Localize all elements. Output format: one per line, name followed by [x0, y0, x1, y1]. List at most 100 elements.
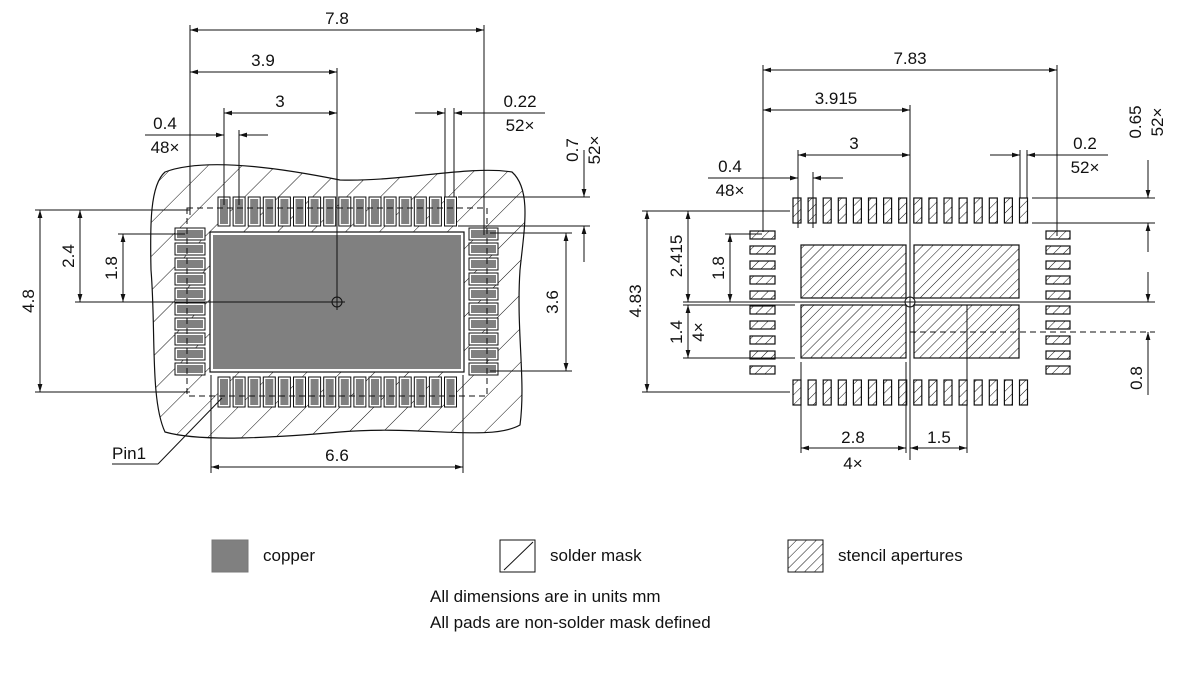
stencil-pad [1045, 365, 1071, 375]
dim-overall-width: 7.83 [893, 49, 926, 68]
dim-aperture-offset: 0.8 [1127, 366, 1146, 390]
copper-pad-fill [310, 199, 319, 224]
dim-pad-width: 0.2 [1073, 134, 1097, 153]
stencil-pad [749, 365, 776, 375]
stencil-pad [1003, 197, 1014, 224]
legend-copper-swatch [211, 539, 249, 573]
copper-pad-fill [471, 335, 496, 343]
stencil-pad [749, 350, 776, 360]
copper-pad-fill [235, 379, 244, 405]
legend-stencil-label: stencil apertures [838, 546, 963, 565]
stencil-pad [749, 290, 776, 300]
copper-pad-fill [177, 230, 203, 238]
dim-pitch-count: 48× [716, 181, 745, 200]
copper-pad-fill [235, 199, 244, 224]
stencil-pad [1045, 350, 1071, 360]
stencil-pad [792, 379, 802, 406]
dim-aperture-height-count: 4× [689, 322, 708, 341]
dim-side-first-pin-offset: 1.8 [102, 256, 121, 280]
copper-pad-fill [446, 199, 455, 224]
stencil-pad [837, 197, 847, 224]
copper-pad-fill [177, 350, 203, 358]
dim-pad-width-count: 52× [1071, 158, 1100, 177]
copper-pad-fill [295, 379, 304, 405]
stencil-pad [1018, 197, 1029, 224]
stencil-pad [749, 335, 776, 345]
stencil-pad [822, 379, 832, 406]
copper-pad-fill [446, 379, 455, 405]
copper-pad-fill [177, 335, 203, 343]
stencil-pad [867, 379, 878, 406]
dim-side-first-pin-offset: 1.8 [709, 256, 728, 280]
copper-pad-fill [471, 320, 496, 328]
copper-pad-fill [471, 260, 496, 268]
dim-overall-height: 4.8 [19, 289, 38, 313]
pin1-label: Pin1 [112, 444, 146, 463]
copper-pad-fill [431, 199, 440, 224]
copper-pad-fill [386, 199, 395, 224]
dim-half-width: 3.9 [251, 51, 275, 70]
stencil-pad [1045, 320, 1071, 330]
copper-pad-fill [265, 199, 274, 224]
stencil-pad [882, 197, 893, 224]
stencil-pad [1045, 305, 1071, 315]
stencil-pad [749, 320, 776, 330]
stencil-pad [973, 197, 983, 224]
right-footprint: 7.83 3.915 3 0.4 48× 0.2 52× 0.65 52× 4.… [626, 49, 1167, 473]
stencil-pad [928, 197, 938, 224]
copper-pad-fill [325, 379, 334, 405]
copper-pad-fill [325, 199, 334, 224]
copper-pad-fill [416, 379, 425, 405]
copper-pad-fill [471, 305, 496, 313]
legend-copper-label: copper [263, 546, 315, 565]
stencil-pad [807, 379, 817, 406]
copper-pad-fill [177, 305, 203, 313]
copper-pad-fill [416, 199, 425, 224]
stencil-pad [928, 379, 938, 406]
dim-aperture-x-offset: 1.5 [927, 428, 951, 447]
copper-pad-fill [177, 290, 203, 298]
stencil-pad [749, 260, 776, 270]
dim-pad-width-count: 52× [506, 116, 535, 135]
copper-pad-fill [280, 199, 289, 224]
stencil-pad [749, 245, 776, 255]
stencil-pad [1045, 245, 1071, 255]
copper-pad-fill [340, 379, 349, 405]
stencil-pad [749, 230, 776, 240]
stencil-pad [1045, 275, 1071, 285]
dim-half-height: 2.415 [667, 235, 686, 278]
copper-pad-fill [250, 199, 259, 224]
stencil-pad [852, 197, 863, 224]
dim-pitch: 0.4 [153, 114, 177, 133]
stencil-aperture [913, 244, 1020, 299]
stencil-pad [958, 197, 968, 224]
dim-overall-height: 4.83 [626, 284, 645, 317]
dim-ep-height: 3.6 [543, 290, 562, 314]
copper-pad-fill [280, 379, 289, 405]
copper-pad-fill [177, 275, 203, 283]
copper-pad-fill [220, 379, 228, 405]
dim-half-width: 3.915 [815, 89, 858, 108]
dim-pitch-count: 48× [151, 138, 180, 157]
stencil-pad [807, 197, 817, 224]
stencil-pad [1045, 335, 1071, 345]
dim-aperture-height: 1.4 [667, 320, 686, 344]
stencil-pad [1045, 260, 1071, 270]
legend-solder-mask-label: solder mask [550, 546, 642, 565]
copper-pad-fill [310, 379, 319, 405]
dim-overall-width: 7.8 [325, 9, 349, 28]
stencil-pad [749, 305, 776, 315]
copper-pad-fill [265, 379, 274, 405]
legend: copper solder mask stencil apertures [211, 539, 963, 573]
dim-pad-width: 0.22 [503, 92, 536, 111]
stencil-pad [852, 379, 863, 406]
stencil-pad [988, 197, 998, 224]
stencil-pad [822, 197, 832, 224]
stencil-pad [943, 379, 953, 406]
copper-pad-fill [177, 260, 203, 268]
copper-pad-fill [177, 365, 203, 373]
copper-pad-fill [471, 365, 496, 373]
stencil-pad [867, 197, 878, 224]
copper-pad-fill [355, 199, 364, 224]
